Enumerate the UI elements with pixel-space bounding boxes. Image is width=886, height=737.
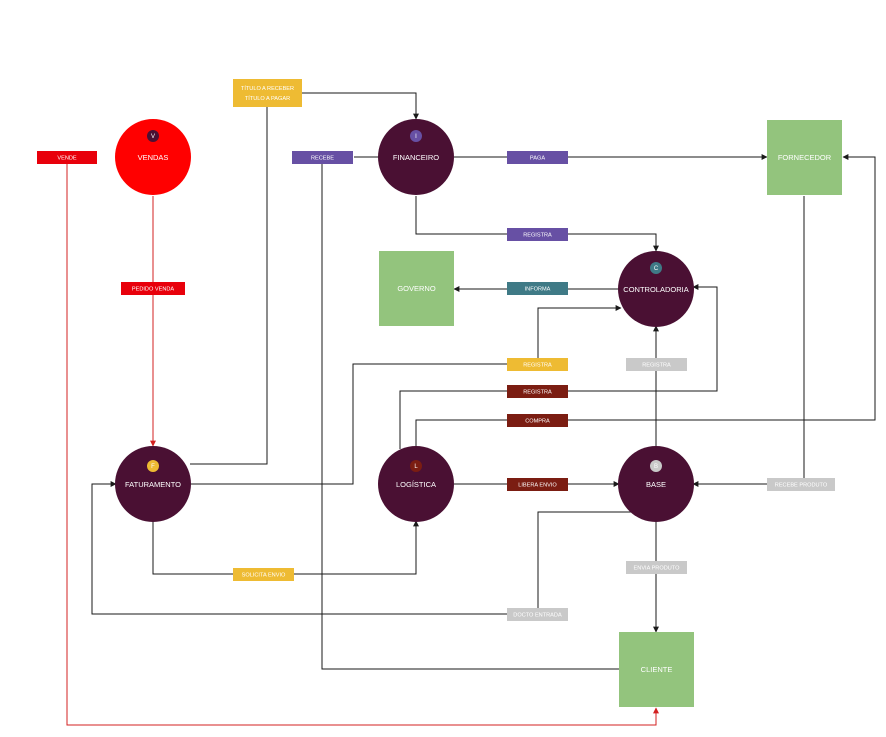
svg-text:INFORMA: INFORMA <box>525 287 551 293</box>
tag-recebe: RECEBE <box>292 151 353 164</box>
flow-recebe-cliente <box>321 157 619 670</box>
node-controladoria-label: CONTROLADORIA <box>623 285 688 294</box>
tag-recebe-produto: RECEBE PRODUTO <box>767 478 835 491</box>
svg-text:LIBERA ENVIO: LIBERA ENVIO <box>518 483 557 489</box>
svg-text:PAGA: PAGA <box>530 156 545 162</box>
node-faturamento-label: FATURAMENTO <box>125 480 181 489</box>
badge-c-letter: C <box>654 266 659 272</box>
svg-text:PEDIDO VENDA: PEDIDO VENDA <box>132 287 175 293</box>
flow-titulo <box>267 92 419 120</box>
tag-titulo-receber: TÍTULO A RECEBER <box>241 85 294 92</box>
svg-text:RECEBE: RECEBE <box>311 156 334 162</box>
node-base: B BASE <box>618 446 694 522</box>
node-logistica-label: LOGÍSTICA <box>396 480 436 489</box>
node-faturamento: F FATURAMENTO <box>115 446 191 522</box>
node-logistica: L LOGÍSTICA <box>378 446 454 522</box>
badge-b-letter: B <box>654 464 658 470</box>
svg-text:REGISTRA: REGISTRA <box>523 363 552 369</box>
entity-cliente: CLIENTE <box>619 632 694 707</box>
flow-docto-entrada <box>91 481 656 615</box>
badge-i <box>410 130 422 142</box>
svg-text:COMPRA: COMPRA <box>525 419 550 425</box>
svg-text:RECEBE PRODUTO: RECEBE PRODUTO <box>775 483 828 489</box>
entity-governo-label: GOVERNO <box>397 284 436 293</box>
tag-docto-entrada: DOCTO ENTRADA <box>507 608 568 621</box>
svg-text:REGISTRA: REGISTRA <box>642 363 671 369</box>
tag-vende: VENDE <box>37 151 97 164</box>
svg-text:ENVIA PRODUTO: ENVIA PRODUTO <box>634 566 681 572</box>
flow-titulo-faturamento <box>190 107 268 465</box>
tag-paga: PAGA <box>507 151 568 164</box>
entity-fornecedor: FORNECEDOR <box>767 120 842 195</box>
tag-envia-produto: ENVIA PRODUTO <box>626 561 687 574</box>
tag-registra-maroon: REGISTRA <box>507 385 568 398</box>
entity-governo: GOVERNO <box>379 251 454 326</box>
flow-solicita-envio <box>152 520 419 575</box>
svg-text:SOLICITA ENVIO: SOLICITA ENVIO <box>242 573 286 579</box>
flow-registra-logistica <box>399 284 718 449</box>
badge-i-letter: I <box>415 134 417 140</box>
flow-recebe-produto <box>692 196 805 487</box>
flow-registra-financeiro <box>415 196 659 252</box>
svg-text:REGISTRA: REGISTRA <box>523 390 552 396</box>
tag-compra: COMPRA <box>507 414 568 427</box>
tag-solicita-envio: SOLICITA ENVIO <box>233 568 294 581</box>
tag-pedido-venda: PEDIDO VENDA <box>121 282 185 295</box>
tag-libera-envio: LIBERA ENVIO <box>507 478 568 491</box>
badge-l <box>410 460 422 472</box>
entity-fornecedor-label: FORNECEDOR <box>778 153 832 162</box>
badge-c <box>650 262 662 274</box>
node-base-label: BASE <box>646 480 666 489</box>
node-financeiro-label: FINANCEIRO <box>393 153 439 162</box>
node-vendas: V VENDAS <box>115 119 191 195</box>
node-financeiro: I FINANCEIRO <box>378 119 454 195</box>
flow-vende <box>66 157 659 726</box>
node-vendas-label: VENDAS <box>138 153 169 162</box>
tag-registra-yellow: REGISTRA <box>507 358 568 371</box>
tag-informa: INFORMA <box>507 282 568 295</box>
badge-b <box>650 460 662 472</box>
badge-l-letter: L <box>414 464 418 470</box>
svg-text:REGISTRA: REGISTRA <box>523 233 552 239</box>
svg-text:DOCTO ENTRADA: DOCTO ENTRADA <box>513 613 562 619</box>
badge-v-letter: V <box>151 134 155 140</box>
badge-f-letter: F <box>151 464 155 470</box>
svg-text:VENDE: VENDE <box>57 156 77 162</box>
badge-f <box>147 460 159 472</box>
badge-v <box>147 130 159 142</box>
tag-titulo-pagar: TÍTULO A PAGAR <box>245 95 290 102</box>
node-controladoria: C CONTROLADORIA <box>618 251 694 327</box>
tag-registra-financeiro: REGISTRA <box>507 228 568 241</box>
tag-registra-gray: REGISTRA <box>626 358 687 371</box>
flow-compra <box>415 154 876 446</box>
tag-titulo: TÍTULO A RECEBER TÍTULO A PAGAR <box>233 79 302 107</box>
flow-registra-faturamento <box>190 305 622 485</box>
entity-cliente-label: CLIENTE <box>641 665 673 674</box>
